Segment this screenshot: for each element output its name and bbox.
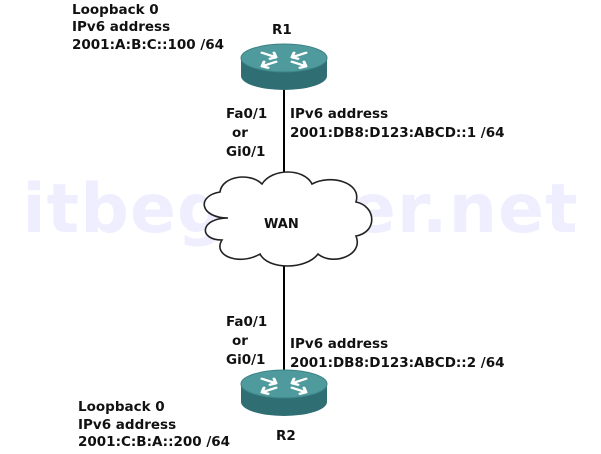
- r2-loopback-address: 2001:C:B:A::200 /64: [78, 434, 231, 450]
- r2-wan-ipv6-title: IPv6 address: [290, 336, 389, 352]
- router-r1-name: R1: [272, 22, 292, 38]
- r2-interface-or: or: [232, 333, 248, 349]
- r2-loopback-ipv6-title: IPv6 address: [78, 417, 177, 433]
- r2-wan-address: 2001:DB8:D123:ABCD::2 /64: [290, 355, 505, 371]
- r1-loopback-address: 2001:A:B:C::100 /64: [72, 37, 225, 53]
- r1-loopback-ipv6-title: IPv6 address: [72, 19, 171, 35]
- r1-interface-fa: Fa0/1: [226, 106, 268, 122]
- r1-interface-gi: Gi0/1: [226, 144, 266, 160]
- r1-wan-ipv6-title: IPv6 address: [290, 106, 389, 122]
- router-r1-icon: [240, 43, 328, 90]
- router-r2-name: R2: [276, 428, 296, 444]
- r1-wan-address: 2001:DB8:D123:ABCD::1 /64: [290, 125, 505, 141]
- r1-interface-or: or: [232, 125, 248, 141]
- r1-loopback-name: Loopback 0: [72, 2, 159, 18]
- r2-interface-gi: Gi0/1: [226, 352, 266, 368]
- r2-interface-fa: Fa0/1: [226, 314, 268, 330]
- router-r2-icon: [240, 369, 328, 416]
- wan-label: WAN: [264, 217, 299, 232]
- r2-loopback-name: Loopback 0: [78, 399, 165, 415]
- wan-cloud-icon: [203, 171, 373, 267]
